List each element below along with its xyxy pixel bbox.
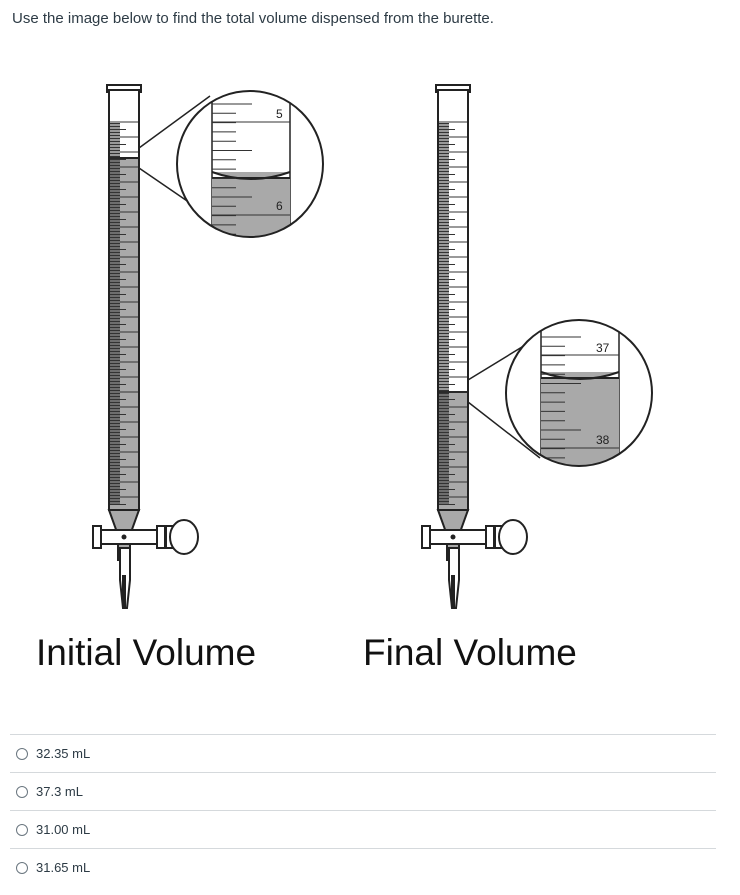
answer-option[interactable]: 31.00 mL (10, 810, 716, 848)
answer-list: 32.35 mL 37.3 mL 31.00 mL 31.65 mL (10, 734, 716, 886)
radio-button[interactable] (16, 785, 28, 798)
radio-button[interactable] (16, 823, 28, 836)
answer-option[interactable]: 32.35 mL (10, 734, 716, 772)
answer-option[interactable]: 31.65 mL (10, 848, 716, 886)
zoom-label-5: 5 (276, 107, 283, 121)
answer-option[interactable]: 37.3 mL (10, 772, 716, 810)
question-text: Use the image below to find the total vo… (12, 10, 494, 27)
zoom-label-6: 6 (276, 199, 283, 213)
final-burette: 37 38 (421, 84, 653, 609)
answer-label[interactable]: 37.3 mL (36, 784, 83, 799)
radio-button[interactable] (16, 747, 28, 760)
answer-label[interactable]: 31.00 mL (36, 822, 91, 837)
radio-button[interactable] (16, 861, 28, 874)
zoom-label-37: 37 (596, 341, 610, 355)
answer-label[interactable]: 31.65 mL (36, 860, 91, 875)
final-volume-caption: Final Volume (363, 632, 577, 673)
initial-burette: 5 6 (92, 84, 324, 609)
answer-label[interactable]: 32.35 mL (36, 746, 91, 761)
zoom-label-38: 38 (596, 433, 610, 447)
initial-volume-caption: Initial Volume (36, 632, 257, 673)
burette-figure: 5 6 (0, 60, 740, 700)
